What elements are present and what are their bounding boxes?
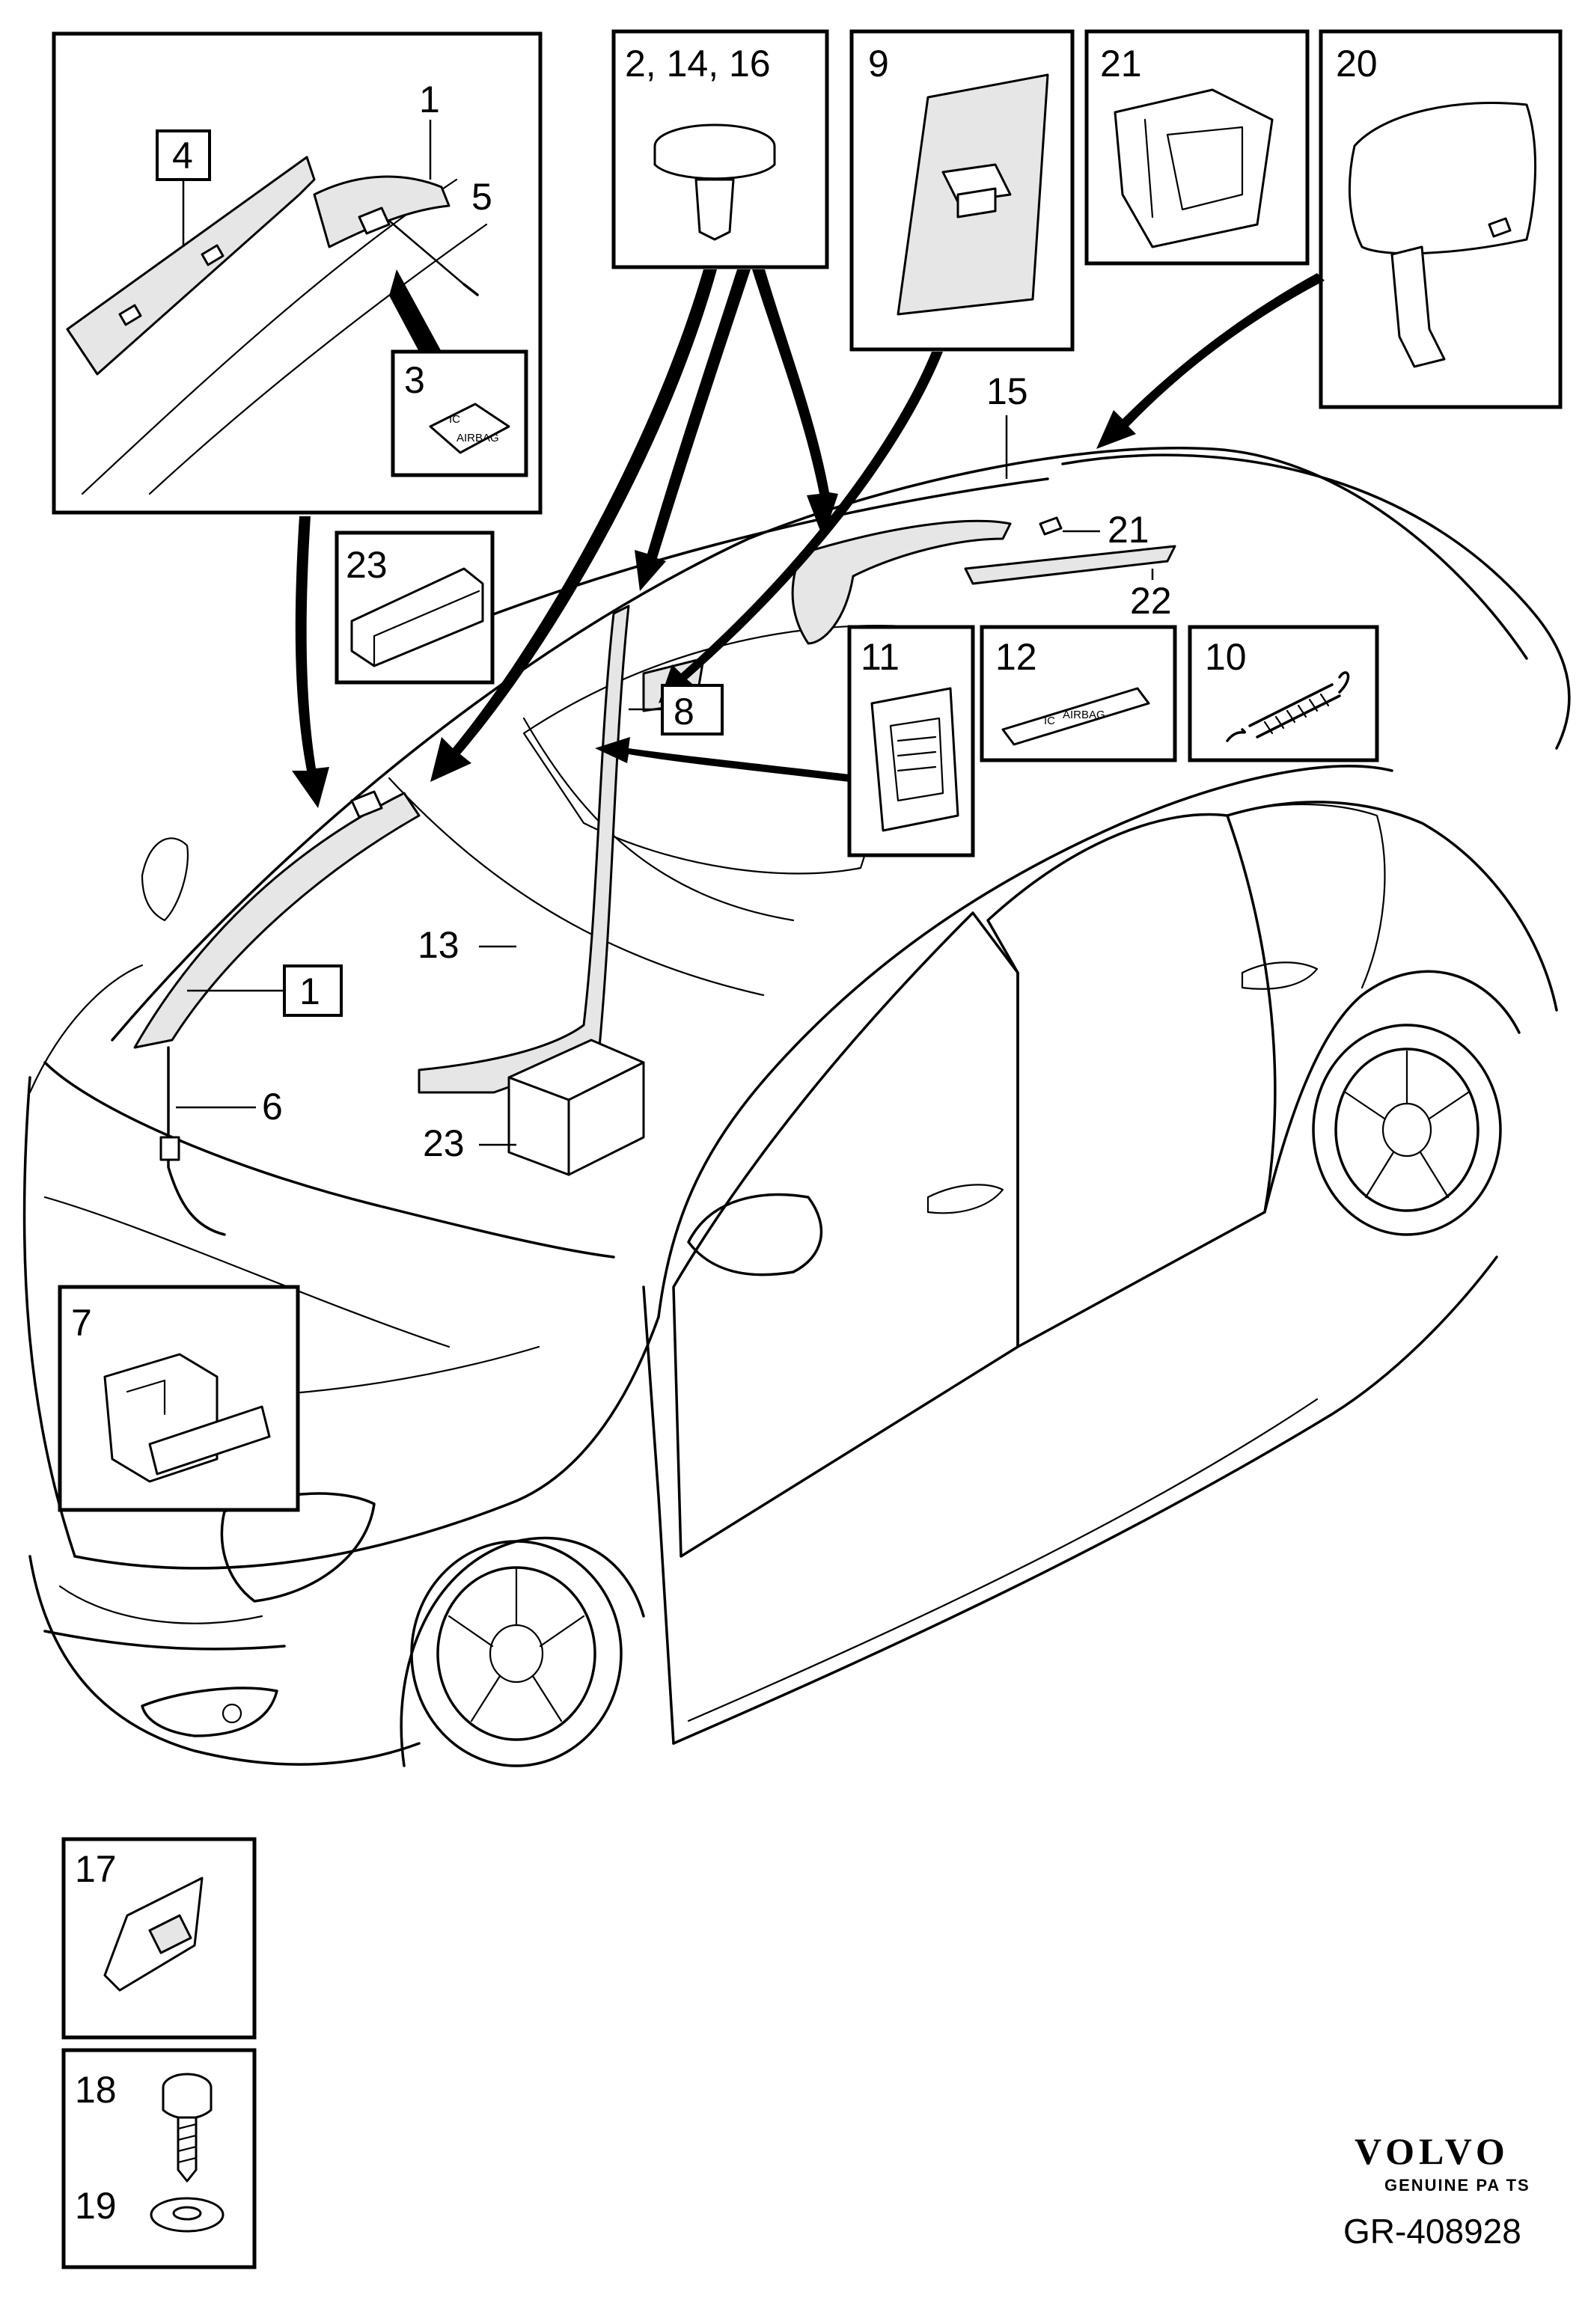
label-part-3: 3	[404, 359, 425, 401]
footer: VOLVO GENUINE PA TS GR-408928	[1343, 2130, 1530, 2251]
label-parts-2-14-16: 2, 14, 16	[625, 43, 771, 85]
label-part-8: 8	[674, 691, 694, 733]
label-part-18: 18	[75, 2069, 117, 2111]
a-pillar-wiring	[159, 1046, 226, 1236]
label-part-20: 20	[1336, 43, 1378, 85]
inset-sun-visor: 12 AIRBAG IC	[980, 625, 1177, 762]
c-pillar-trim	[791, 516, 1176, 645]
inset-retainer-clip: 21	[1084, 29, 1310, 266]
label-part-7: 7	[71, 1302, 92, 1344]
label-part-13: 13	[418, 924, 459, 966]
label-part-10: 10	[1205, 636, 1247, 678]
callout-labels: 15 21 22 8 1 13 6 23	[176, 370, 1172, 1164]
inset-connector: 17	[61, 1837, 257, 2040]
label-part-19: 19	[75, 2185, 117, 2227]
screw-icon	[162, 2073, 213, 2183]
sunvisor-airbag-text: AIRBAG	[1063, 709, 1105, 721]
label-part-15: 15	[986, 370, 1028, 412]
washer-icon	[150, 2197, 225, 2233]
brand-subtitle: GENUINE PA TS	[1384, 2176, 1530, 2195]
label-part-1: 1	[419, 79, 440, 120]
floor-bin	[507, 1039, 645, 1176]
inset-pillar-clip: 9	[849, 29, 1075, 352]
label-part-6: 6	[262, 1086, 283, 1128]
inset-airbag-cover: 20	[1319, 29, 1563, 409]
brand-logo: VOLVO	[1355, 2130, 1509, 2172]
diagram-reference: GR-408928	[1343, 2212, 1521, 2251]
inset-clip: 2, 14, 16	[611, 29, 829, 269]
label-part-17: 17	[75, 1848, 117, 1890]
a-pillar-trim	[133, 790, 421, 1049]
inset-handle: 11	[847, 625, 975, 857]
spring-icon	[1226, 671, 1350, 742]
ic-logo-text: IC	[449, 413, 460, 426]
callout-arrows	[292, 269, 1325, 808]
airbag-cover-icon	[1348, 102, 1537, 255]
inset-bracket: 7	[58, 1285, 300, 1512]
label-part-1-boxed: 1	[299, 970, 320, 1012]
inset-storage-holder: 23	[335, 530, 495, 685]
sunvisor-ic-text: IC	[1044, 715, 1055, 727]
label-part-21-car: 21	[1108, 509, 1149, 551]
label-part-11: 11	[861, 636, 900, 678]
label-part-22: 22	[1130, 580, 1172, 622]
car-outline	[22, 446, 1571, 1767]
airbag-badge-text: AIRBAG	[456, 432, 499, 444]
label-part-23-inset: 23	[346, 544, 388, 586]
inset-fasteners: 18 19	[61, 2048, 257, 2269]
inset-spring: 10	[1188, 625, 1379, 762]
label-part-9: 9	[868, 43, 889, 85]
label-part-5: 5	[471, 176, 492, 218]
label-part-23-car: 23	[423, 1122, 465, 1164]
label-part-4: 4	[172, 135, 193, 177]
inset-headliner-panel: 1 5 4 3 AIRBAG IC	[52, 31, 543, 515]
label-part-12: 12	[995, 636, 1037, 678]
label-part-21-inset: 21	[1100, 43, 1142, 85]
